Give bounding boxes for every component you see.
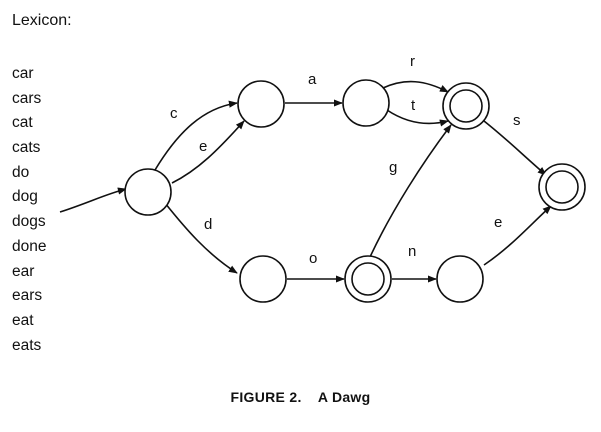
lexicon-word: eats (12, 336, 42, 354)
edge-label-t: t (411, 97, 416, 114)
figure-caption: FIGURE 2. A Dawg (0, 389, 601, 405)
caption-figure-number: FIGURE 2. (230, 389, 302, 405)
caption-title: A Dawg (317, 389, 371, 405)
edge-d (164, 202, 238, 274)
edge-c (154, 100, 238, 171)
edge-label-s: s (513, 112, 521, 129)
edge-label-d: d (204, 216, 212, 233)
lexicon-word: done (12, 237, 47, 255)
edge-label-c: c (170, 105, 178, 122)
state-s1 (237, 80, 285, 128)
state-s6-final (344, 255, 392, 303)
lexicon-word: cats (12, 139, 41, 157)
state-s3-final (442, 82, 490, 130)
state-s4-final (538, 163, 586, 211)
state-s5 (239, 255, 287, 303)
start-edge (59, 187, 127, 213)
lexicon-word: cars (12, 89, 42, 107)
lexicon-title: Lexicon: (12, 12, 72, 29)
lexicon-word: dog (12, 188, 38, 206)
lexicon-word: cat (12, 114, 33, 132)
edge-t (386, 109, 449, 127)
lexicon-word: car (12, 65, 34, 82)
lexicon-word: do (12, 163, 30, 181)
lexicon-word: ears (12, 287, 43, 305)
edge-g (369, 124, 452, 258)
edge-r (382, 80, 449, 93)
edge-label-o: o (309, 250, 317, 267)
state-s0 (124, 168, 172, 216)
edge-s (483, 120, 547, 176)
lexicon-word: eat (12, 311, 34, 329)
edge-e (171, 120, 245, 184)
edge-label-e2: e (494, 214, 502, 231)
edge-label-r: r (410, 53, 415, 70)
lexicon-list: car cars cat cats do dog dogs done ear e… (12, 62, 46, 358)
edge-e2 (483, 205, 552, 266)
edge-label-a: a (308, 71, 317, 88)
edge-label-n: n (408, 243, 416, 260)
lexicon-word: ear (12, 262, 35, 280)
lexicon-word: dogs (12, 213, 46, 231)
edge-label-e: e (199, 138, 207, 155)
state-s7 (436, 255, 484, 303)
state-s2 (342, 79, 390, 127)
edge-label-g: g (389, 159, 397, 176)
